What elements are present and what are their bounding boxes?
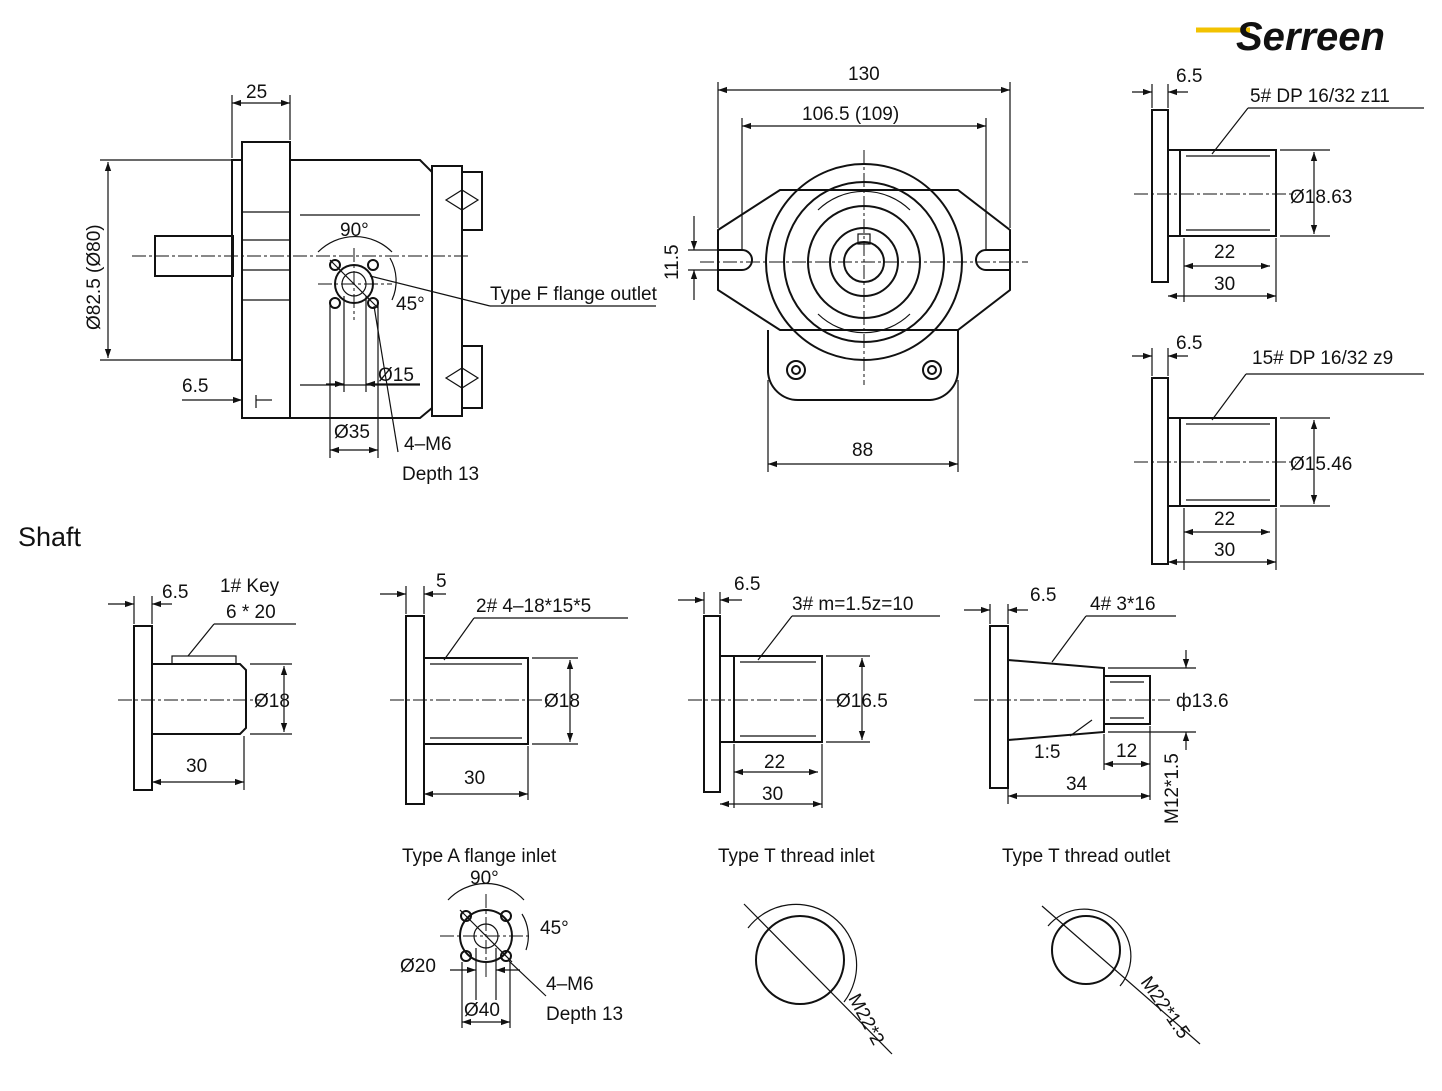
type-a-flange-inlet: Type A flange inlet 90° 45° Ø20 Ø40 4–M6…: [400, 846, 623, 1028]
type-a-depth: Depth 13: [546, 1004, 623, 1025]
shaft-4-dim-12: 12: [1116, 741, 1137, 762]
type-a-d20: Ø20: [400, 956, 436, 977]
type-t-outlet-title: Type T thread outlet: [1002, 846, 1171, 867]
shaft-1-label-2: 6 * 20: [226, 602, 276, 623]
shaft-4-label: 4# 3*16: [1090, 594, 1156, 615]
type-t-outlet-thread: M22*1.5: [1136, 973, 1194, 1043]
shaft-3-dia: Ø16.5: [836, 691, 888, 712]
dim-106-5: 106.5 (109): [802, 104, 899, 125]
side-view: 25 Ø82.5 (Ø80) 6.5 90° 45° Ø15 Ø35 4–M6 …: [84, 82, 658, 485]
type-a-angle-90: 90°: [470, 868, 499, 889]
type-t-inlet-title: Type T thread inlet: [718, 846, 875, 867]
shaft-1-dim-6-5: 6.5: [162, 582, 188, 603]
dim-6-5-side: 6.5: [182, 376, 208, 397]
shaft-1-detail: 6.5 1# Key 6 * 20 Ø18 30: [108, 576, 296, 791]
shaft-2-dia: Ø18: [544, 691, 580, 712]
front-view: 130 106.5 (109) 11.5 88: [662, 64, 1028, 472]
bolts-4-m6: 4–M6: [404, 434, 452, 455]
shaft-5-detail: 6.5 5# DP 16/32 z11 Ø18.63 22 30: [1132, 66, 1424, 302]
shaft-3-dim-22: 22: [764, 752, 785, 773]
depth-13: Depth 13: [402, 464, 479, 485]
shaft-section-title: Shaft: [18, 522, 82, 552]
shaft-1-label-1: 1# Key: [220, 576, 280, 597]
type-t-inlet-thread: M22*2: [844, 990, 888, 1048]
dim-25: 25: [246, 82, 267, 103]
shaft-4-thread: M12*1.5: [1162, 753, 1183, 824]
brand-logo: Serreen: [1196, 15, 1385, 59]
shaft-4-dia: ф13.6: [1176, 691, 1229, 712]
dim-diameter-82-5: Ø82.5 (Ø80): [84, 224, 105, 330]
angle-45: 45°: [396, 294, 425, 315]
dim-11-5: 11.5: [662, 244, 683, 280]
dim-88: 88: [852, 440, 873, 461]
shaft-5-dia: Ø18.63: [1290, 187, 1352, 208]
shaft-15-dim-30: 30: [1214, 540, 1235, 561]
shaft-1-dim-30: 30: [186, 756, 207, 777]
shaft-15-dim-22: 22: [1214, 509, 1235, 530]
shaft-4-dim-6-5: 6.5: [1030, 585, 1056, 606]
type-a-bolts: 4–M6: [546, 974, 594, 995]
type-t-thread-outlet: Type T thread outlet M22*1.5: [1002, 846, 1201, 1045]
dim-d35: Ø35: [334, 422, 370, 443]
dim-d15: Ø15: [378, 365, 414, 386]
shaft-15-dim-6-5: 6.5: [1176, 333, 1202, 354]
type-a-angle-45: 45°: [540, 918, 569, 939]
dim-130: 130: [848, 64, 880, 85]
angle-90: 90°: [340, 220, 369, 241]
shaft-1-dia: Ø18: [254, 691, 290, 712]
shaft-3-label: 3# m=1.5z=10: [792, 594, 913, 615]
shaft-15-label: 15# DP 16/32 z9: [1252, 348, 1393, 369]
type-f-flange-outlet-label: Type F flange outlet: [490, 284, 658, 305]
shaft-3-dim-30: 30: [762, 784, 783, 805]
shaft-5-label: 5# DP 16/32 z11: [1250, 86, 1390, 107]
shaft-5-dim-30: 30: [1214, 274, 1235, 295]
shaft-5-dim-22: 22: [1214, 242, 1235, 263]
shaft-4-taper: 1:5: [1034, 742, 1060, 763]
shaft-2-label: 2# 4–18*15*5: [476, 596, 591, 617]
type-a-d40: Ø40: [464, 1000, 500, 1021]
type-a-inlet-title: Type A flange inlet: [402, 846, 557, 867]
shaft-2-detail: 5 2# 4–18*15*5 Ø18 30: [380, 571, 628, 805]
logo-text: Serreen: [1236, 15, 1385, 59]
shaft-15-detail: 6.5 15# DP 16/32 z9 Ø15.46 22 30: [1132, 333, 1424, 570]
shaft-4-dim-34: 34: [1066, 774, 1088, 795]
shaft-3-detail: 6.5 3# m=1.5z=10 Ø16.5 22 30: [678, 574, 940, 808]
shaft-2-dim-30: 30: [464, 768, 485, 789]
type-t-thread-inlet: Type T thread inlet M22*2: [718, 846, 893, 1055]
shaft-5-dim-6-5: 6.5: [1176, 66, 1202, 87]
shaft-2-dim-5: 5: [436, 571, 447, 592]
shaft-4-detail: 6.5 4# 3*16 ф13.6 1:5 12 34 M12*1.5: [964, 585, 1229, 824]
shaft-15-dia: Ø15.46: [1290, 454, 1352, 475]
shaft-3-dim-6-5: 6.5: [734, 574, 760, 595]
